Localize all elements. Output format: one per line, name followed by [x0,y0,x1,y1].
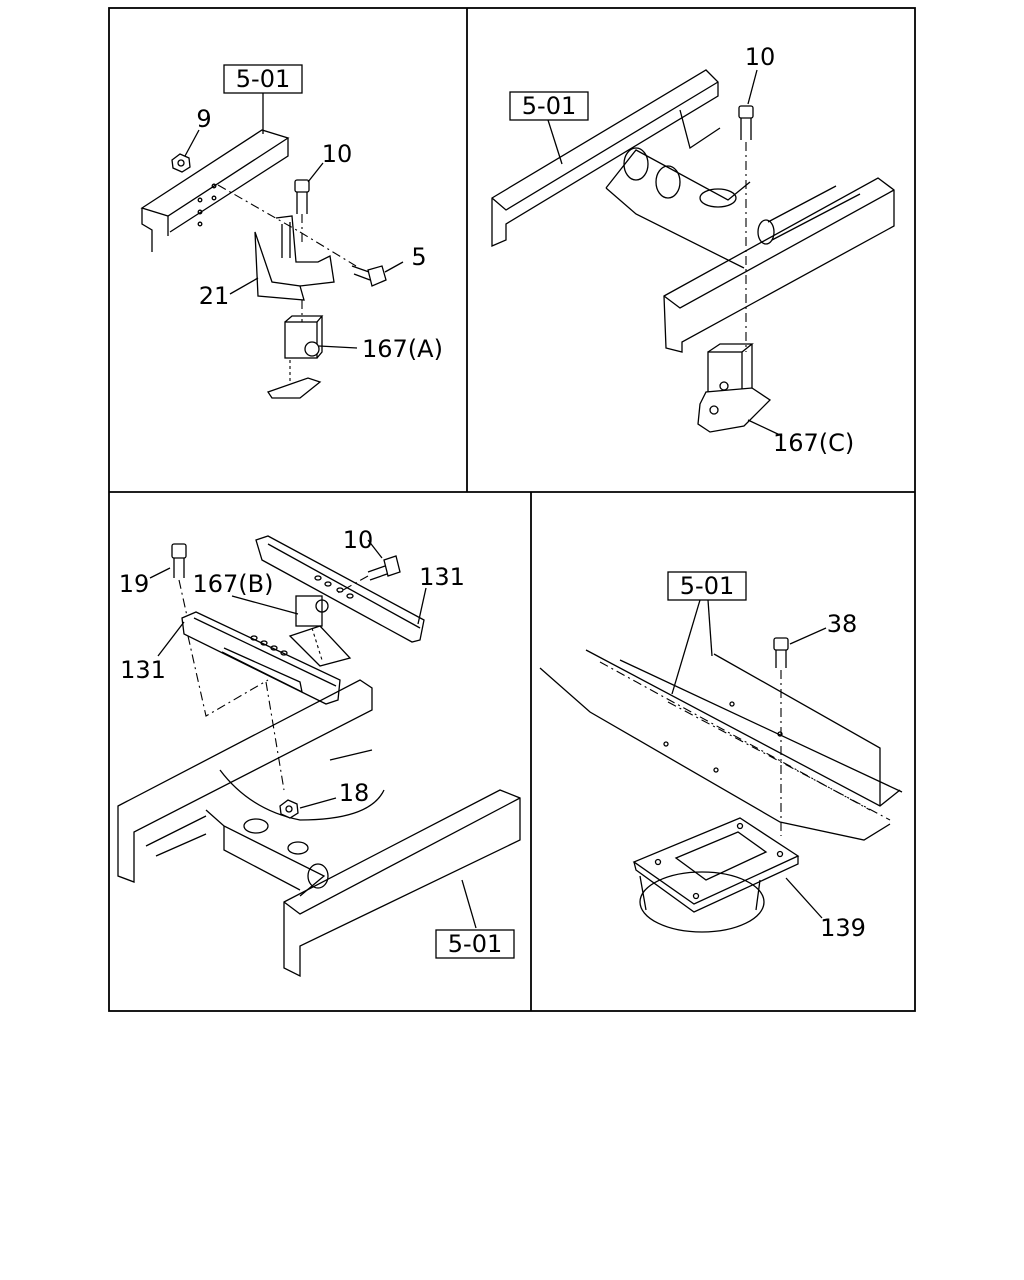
callout-10: 10 [322,140,353,168]
bracket-131-right [255,535,425,643]
callout-5: 5 [411,243,426,271]
callout-167b: 167(B) [193,570,274,598]
ref-box-right [509,91,589,121]
panel-bottom-right: 5-01 38 139 [539,571,903,942]
sensor-167b [288,595,352,667]
frame-rail-lower-right [539,649,903,841]
frame-rails-drawing [491,69,895,353]
bolt-10 [294,179,310,246]
callout-18: 18 [339,779,370,807]
callout-9: 9 [196,105,211,133]
callout-167c: 167(C) [773,429,854,457]
leader-lines [184,93,404,349]
diagram-frame [108,7,916,1012]
frame-rail-drawing [140,129,290,252]
panel-bottom-left: 10 131 19 167(B) 131 18 5-01 [117,526,521,978]
callout-139: 139 [820,914,866,942]
plate-139 [632,817,800,933]
bolt-19 [171,543,188,617]
bolt-38 [773,637,789,836]
ref-label-5-01: 5-01 [236,65,290,93]
nut-9 [171,153,191,173]
leader-lines-lower-right [671,599,827,919]
ref-label-5-01-lower-right: 5-01 [680,572,734,600]
ref-box [223,64,303,94]
chassis-drawing [117,679,521,978]
leader-lines-right [547,69,783,437]
bolt-10-lower [335,555,401,595]
sensor-167a [266,300,324,399]
callout-10-lower: 10 [343,526,374,554]
ref-label-5-01-lower-left: 5-01 [448,930,502,958]
bracket-21 [254,215,335,301]
panel-top-left: 5-01 9 10 5 21 167(A) [140,64,443,399]
bolt-5 [351,265,387,287]
ref-box-lower-right [667,571,747,601]
nut-18 [265,681,299,819]
ref-box-lower-left [435,929,515,959]
sensor-167c [697,343,772,433]
leader-lines-lower-left [149,539,477,929]
bolt-10-right [738,105,754,352]
ref-label-5-01-right: 5-01 [522,92,576,120]
panel-top-right: 5-01 10 167(C) [491,43,895,457]
bracket-131-left [181,611,341,705]
callout-131-right: 131 [419,563,465,591]
callout-21: 21 [199,282,230,310]
callout-19: 19 [119,570,150,598]
callout-38: 38 [827,610,858,638]
callout-10-right: 10 [745,43,776,71]
callout-131-left: 131 [120,656,166,684]
callout-167a: 167(A) [362,335,443,363]
